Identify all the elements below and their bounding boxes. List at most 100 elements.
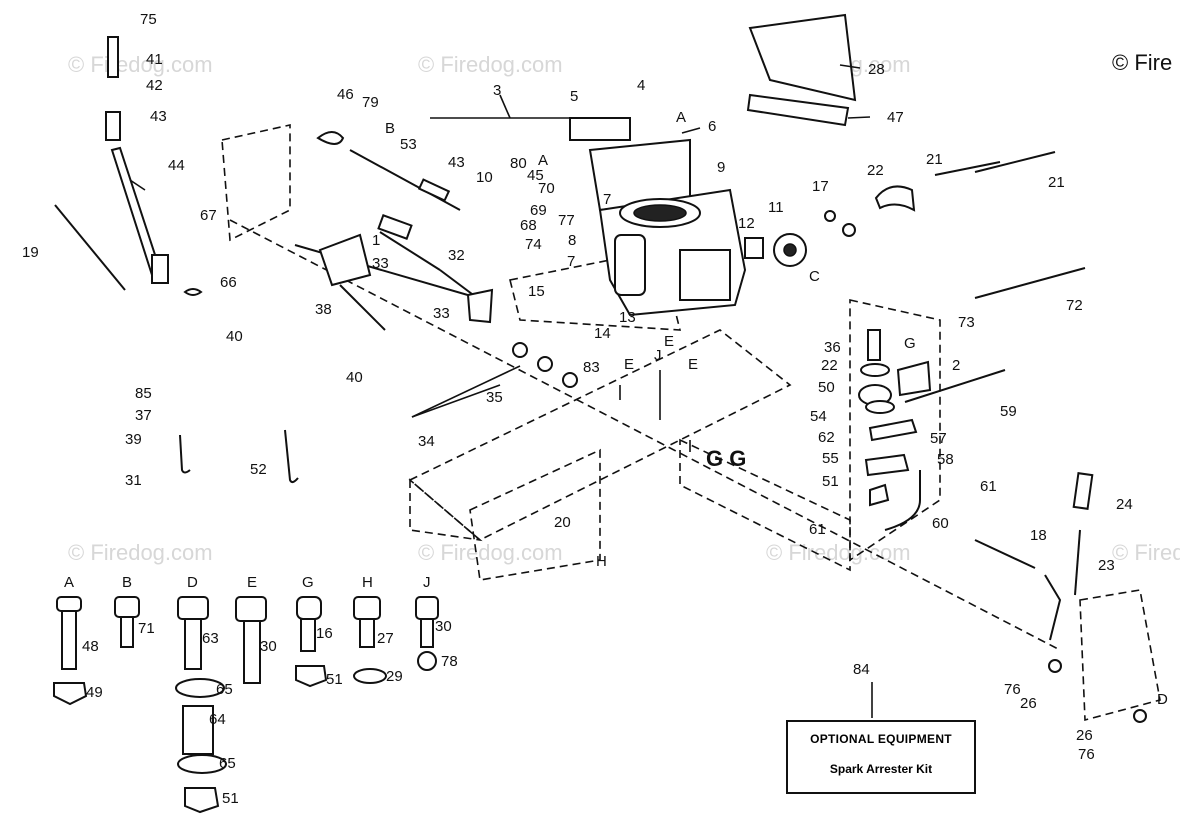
callout-label: 10 — [476, 169, 493, 186]
callout-label: 76 — [1078, 746, 1095, 763]
legend-part-number: 63 — [202, 630, 219, 647]
callout-label: 70 — [538, 180, 555, 197]
callout-label: 42 — [146, 77, 163, 94]
callout-label: 36 — [824, 339, 841, 356]
callout-label: 4 — [637, 77, 645, 94]
callout-label: 35 — [486, 389, 503, 406]
optional-equipment-box: OPTIONAL EQUIPMENT Spark Arrester Kit — [786, 720, 976, 794]
callout-label: 33 — [372, 255, 389, 272]
levers-and-rods — [54, 36, 578, 484]
callout-label: 11 — [768, 199, 784, 216]
optional-equipment-title: OPTIONAL EQUIPMENT — [810, 732, 952, 746]
callout-label: 18 — [1030, 527, 1047, 544]
callout-label: 66 — [220, 274, 237, 291]
legend-part-number: 51 — [222, 790, 239, 807]
callout-label: J — [654, 347, 662, 364]
callout-label: 7 — [603, 191, 611, 208]
callout-label: D — [1157, 691, 1168, 708]
legend-part-number: 71 — [138, 620, 155, 637]
callout-label: 68 — [520, 217, 537, 234]
callout-label: 26 — [1020, 695, 1037, 712]
callout-label: 33 — [433, 305, 450, 322]
callout-label: 22 — [867, 162, 884, 179]
engine — [569, 117, 807, 317]
callout-label: 73 — [958, 314, 975, 331]
callout-label: 34 — [418, 433, 435, 450]
callout-label: E — [688, 356, 698, 373]
callout-labels: 75 41 42 43 44 19 67 66 46 79 3 5 4 6 53… — [22, 11, 1168, 763]
legend-letter: G — [302, 574, 314, 591]
callout-label: 67 — [200, 207, 217, 224]
callout-label: C — [809, 268, 820, 285]
hardware-legend-labels: A 48 49 B 71 D 63 65 64 65 51 E 30 G 16 … — [64, 574, 458, 807]
legend-part-number: 30 — [260, 638, 277, 655]
callout-label: 61 — [809, 521, 826, 538]
watermark-edge: © Fire — [1112, 50, 1172, 75]
callout-label: 55 — [822, 450, 839, 467]
callout-label: 22 — [821, 357, 838, 374]
legend-part-number: 29 — [386, 668, 403, 685]
callout-label: 21 — [1048, 174, 1065, 191]
callout-label: 79 — [362, 94, 379, 111]
callout-label: B — [385, 120, 395, 137]
callout-label: 45 — [527, 167, 544, 184]
callout-label: 8 — [568, 232, 576, 249]
callout-label: 17 — [812, 178, 829, 195]
callout-label: 24 — [1116, 496, 1133, 513]
control-linkage — [858, 329, 1147, 723]
legend-part-number: 27 — [377, 630, 394, 647]
callout-label: 54 — [810, 408, 827, 425]
callout-label: 28 — [868, 61, 885, 78]
callout-label: 20 — [554, 514, 571, 531]
callout-label: 72 — [1066, 297, 1083, 314]
legend-part-number: 30 — [435, 618, 452, 635]
callout-label: 60 — [932, 515, 949, 532]
callout-label: 50 — [818, 379, 835, 396]
callout-label: 23 — [1098, 557, 1115, 574]
callout-label: E — [624, 356, 634, 373]
callout-label: 26 — [1076, 727, 1093, 744]
legend-part-number: 64 — [209, 711, 226, 728]
callout-label: 41 — [146, 51, 163, 68]
chassis-frame — [221, 124, 1161, 722]
callout-label: 44 — [168, 157, 185, 174]
callout-label: 52 — [250, 461, 267, 478]
callout-label: 51 — [822, 473, 839, 490]
legend-letter: B — [122, 574, 132, 591]
legend-part-number: 49 — [86, 684, 103, 701]
callout-label: 83 — [583, 359, 600, 376]
callout-label: 84 — [853, 661, 870, 678]
leader-lines — [129, 64, 873, 718]
callout-label: 61 — [980, 478, 997, 495]
legend-part-number: 78 — [441, 653, 458, 670]
callout-label: A — [538, 152, 548, 169]
callout-label: 14 — [594, 325, 611, 342]
legend-letter: D — [187, 574, 198, 591]
shroud-parts — [746, 13, 1086, 299]
legend-letter: A — [64, 574, 74, 591]
watermark: © Firedog.com — [1112, 540, 1180, 565]
legend-part-number: 65 — [219, 755, 236, 772]
callout-label: 39 — [125, 431, 142, 448]
callout-label: 69 — [530, 202, 547, 219]
callout-label: 76 — [1004, 681, 1021, 698]
callout-label: A — [676, 109, 686, 126]
callout-label: 7 — [567, 253, 575, 270]
callout-label: 43 — [150, 108, 167, 125]
callout-label: 32 — [448, 247, 465, 264]
callout-label: 1 — [372, 232, 380, 249]
callout-label: 85 — [135, 385, 152, 402]
callout-label: 5 — [570, 88, 578, 105]
callout-label: 2 — [952, 357, 960, 374]
callout-label: 46 — [337, 86, 354, 103]
callout-label: 43 — [448, 154, 465, 171]
hardware-legend — [53, 596, 439, 814]
callout-label: 40 — [346, 369, 363, 386]
callout-label: 47 — [887, 109, 904, 126]
callout-label: 80 — [510, 155, 527, 172]
callout-label: 31 — [125, 472, 142, 489]
legend-letter: E — [247, 574, 257, 591]
callout-label: 3 — [493, 82, 501, 99]
watermarks: © Firedog.com © Firedog.com © Firedog.co… — [68, 50, 1180, 565]
